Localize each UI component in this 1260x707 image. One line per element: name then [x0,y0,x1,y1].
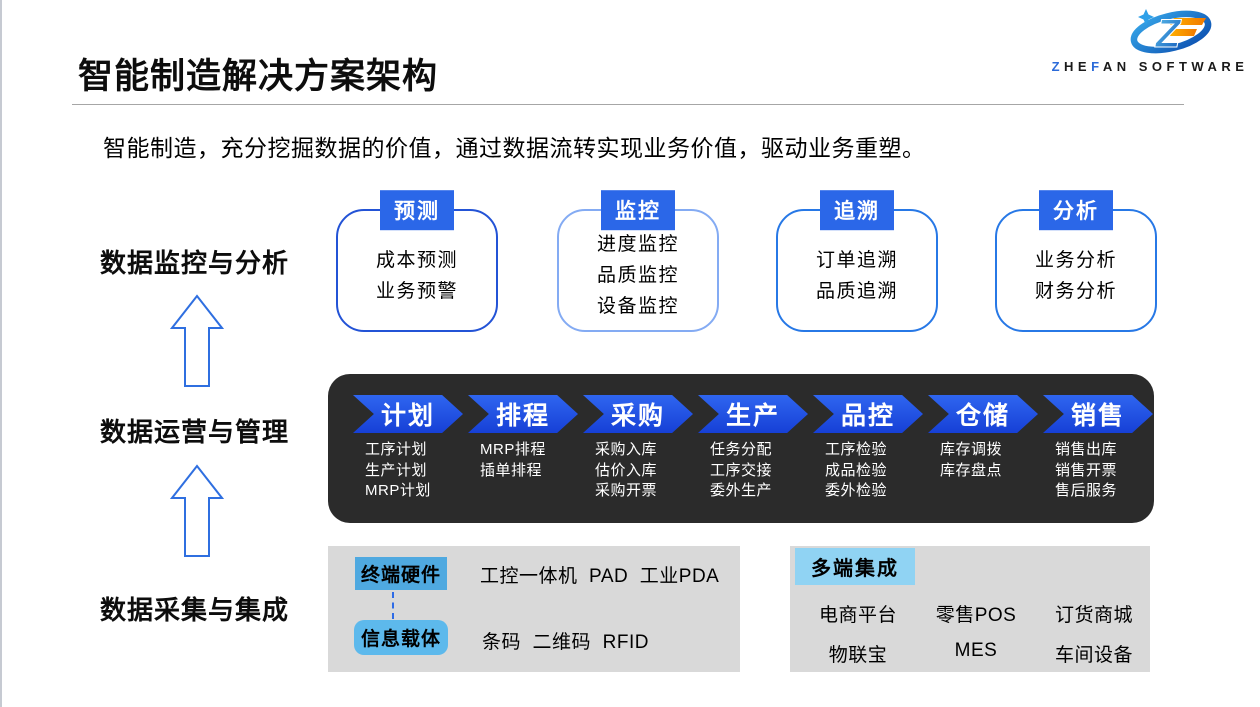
hardware-panel: 终端硬件 工控一体机 PAD 工业PDA 信息载体 条码 二维码 RFID [328,546,740,672]
feature-box-forecast: 预测 成本预测 业务预警 [336,190,498,332]
stage-quality: 品控 工序检验 成品检验 委外检验 [813,395,923,502]
stage-item: 库存盘点 [940,461,1003,479]
integration-item: 零售POS [935,605,1017,626]
page-title: 智能制造解决方案架构 [78,57,439,96]
integration-item: 车间设备 [1054,645,1133,666]
feature-tag: 追溯 [820,190,894,231]
feature-box-analysis: 分析 业务分析 财务分析 [995,190,1157,332]
title-divider [72,104,1184,105]
feature-item: 订单追溯 [815,249,898,271]
stage-chevron: 品控 [813,395,923,433]
carrier-items: 条码 二维码 RFID [482,632,649,653]
stage-plan: 计划 工序计划 生产计划 MRP计划 [353,395,463,502]
feature-tag: 监控 [601,190,675,231]
feature-item: 业务分析 [1034,249,1117,271]
stage-item: 生产计划 [365,461,428,479]
feature-items: 订单追溯 品质追溯 [816,245,898,307]
stage-item: 估价入库 [595,461,658,479]
integration-tag: 多端集成 [795,548,915,585]
stage-chevron: 仓储 [928,395,1038,433]
stage-items: 采购入库 估价入库 采购开票 [583,440,693,502]
hardware-tag: 终端硬件 [355,557,447,590]
feature-tag: 预测 [380,190,454,231]
integration-item: 电商平台 [818,605,897,626]
feature-box-trace: 追溯 订单追溯 品质追溯 [776,190,938,332]
stage-item: 采购开票 [595,482,658,499]
stage-sales: 销售 销售出库 销售开票 售后服务 [1043,395,1153,502]
stage-chevron: 采购 [583,395,693,433]
stage-chevron: 排程 [468,395,578,433]
stage-item: 委外检验 [825,482,888,499]
stage-item: 任务分配 [710,441,773,458]
company-name: ZHEFAN SOFTWARE [1051,59,1249,74]
company-logo-icon: Z [1130,9,1212,57]
stage-item: 成品检验 [825,461,888,479]
up-arrow-icon [170,294,224,387]
stage-item: 工序交接 [710,461,773,479]
feature-item: 品质追溯 [815,280,898,302]
stage-items: MRP排程 插单排程 [468,440,578,481]
integration-item: MES [954,640,998,661]
integration-panel: 多端集成 电商平台 零售POS 订货商城 物联宝 MES 车间设备 [790,546,1150,672]
feature-items: 业务分析 财务分析 [1035,245,1117,307]
stage-items: 工序检验 成品检验 委外检验 [813,440,923,502]
stage-item: MRP计划 [365,482,431,499]
feature-item: 成本预测 [375,249,458,271]
stage-item: 销售开票 [1055,461,1118,479]
stage-schedule: 排程 MRP排程 插单排程 [468,395,578,481]
feature-item: 进度监控 [596,234,679,255]
feature-items: 进度监控 品质监控 设备监控 [597,229,679,322]
stage-item: 委外生产 [710,482,773,499]
carrier-tag: 信息载体 [354,620,448,655]
feature-box-monitor: 监控 进度监控 品质监控 设备监控 [557,190,719,332]
integration-grid: 电商平台 零售POS 订货商城 物联宝 MES 车间设备 [799,600,1144,667]
page-subtitle: 智能制造，充分挖掘数据的价值，通过数据流转实现业务价值，驱动业务重塑。 [103,135,926,161]
stage-item: 销售出库 [1055,441,1118,458]
stage-item: 工序计划 [365,441,428,458]
stage-chevron: 生产 [698,395,808,433]
stage-item: 插单排程 [480,461,543,479]
stage-items: 工序计划 生产计划 MRP计划 [353,440,463,502]
stage-items: 库存调拨 库存盘点 [928,440,1038,481]
stage-item: 售后服务 [1055,482,1118,499]
integration-item: 物联宝 [828,645,888,666]
rail-label-collection-integration: 数据采集与集成 [100,595,290,625]
feature-item: 设备监控 [596,296,679,317]
hardware-items: 工控一体机 PAD 工业PDA [480,566,720,587]
svg-text:Z: Z [1155,12,1182,56]
stage-production: 生产 任务分配 工序交接 委外生产 [698,395,808,502]
dashed-connector [392,592,394,619]
stage-items: 任务分配 工序交接 委外生产 [698,440,808,502]
stage-item: 采购入库 [595,441,658,458]
rail-label-operation-management: 数据运营与管理 [100,417,290,447]
stage-item: 库存调拨 [940,441,1003,458]
up-arrow-icon [170,464,224,557]
feature-item: 财务分析 [1034,280,1117,302]
stage-items: 销售出库 销售开票 售后服务 [1043,440,1153,502]
stage-chevron: 销售 [1043,395,1153,433]
process-band: 计划 工序计划 生产计划 MRP计划 排程 MRP排程 插单排程 采购 采购入库… [328,374,1154,523]
stage-item: 工序检验 [825,441,888,458]
stage-procurement: 采购 采购入库 估价入库 采购开票 [583,395,693,502]
feature-item: 业务预警 [375,280,458,302]
stage-warehouse: 仓储 库存调拨 库存盘点 [928,395,1038,481]
feature-tag: 分析 [1039,190,1113,231]
stage-chevron: 计划 [353,395,463,433]
rail-label-monitoring-analysis: 数据监控与分析 [100,248,290,278]
integration-item: 订货商城 [1054,605,1133,626]
feature-items: 成本预测 业务预警 [376,245,458,307]
feature-item: 品质监控 [596,265,679,286]
slide-left-edge-line [0,0,2,707]
stage-item: MRP排程 [480,441,546,458]
